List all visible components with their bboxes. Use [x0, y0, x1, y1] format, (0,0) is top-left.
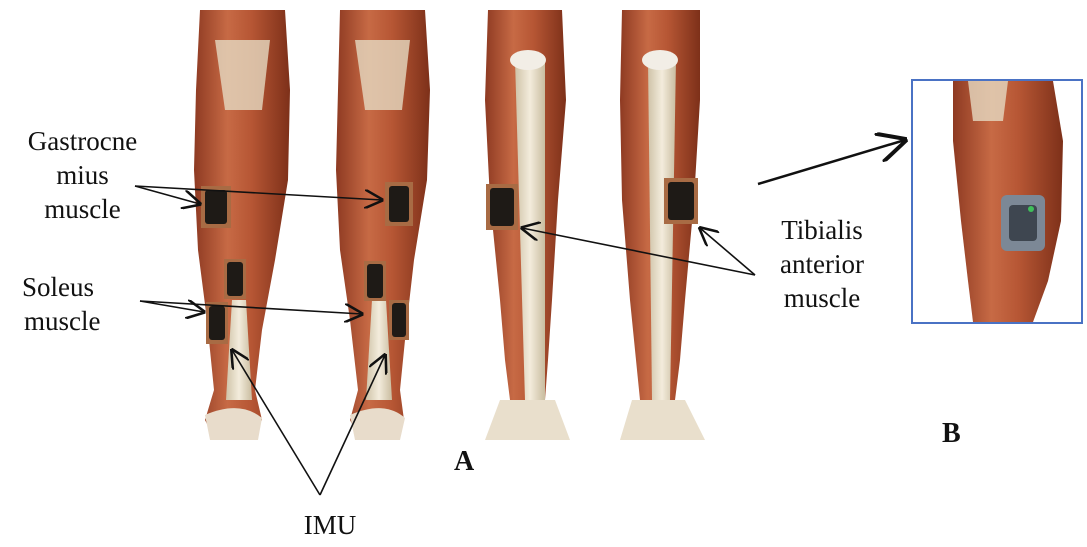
soleus-label-line1: Soleus — [22, 270, 142, 304]
panel-label-b: B — [942, 418, 961, 450]
imu-sensor-soleus-lower-left — [206, 302, 228, 344]
imu-sensor-tibialis-right — [664, 178, 698, 224]
tibialis-label-line1: Tibialis — [762, 213, 882, 247]
imu-sensor-soleus-upper-right — [364, 261, 386, 301]
tibialis-label-line3: muscle — [762, 281, 882, 315]
imu-sensor-tibialis-left — [486, 184, 518, 230]
imu-sensor-gastrocnemius-left — [201, 186, 231, 228]
imu-sensor-gastrocnemius-right — [385, 182, 413, 226]
arrow-tibialis-right — [700, 228, 755, 275]
leg-anterior-right — [620, 10, 705, 440]
imu-sensor-soleus-upper-left — [224, 259, 246, 299]
tibialis-label-line2: anterior — [762, 247, 882, 281]
imu-sensor-soleus-lower-right — [389, 300, 409, 340]
panel-label-a: A — [454, 446, 474, 478]
gastrocnemius-label-line1: Gastrocne — [10, 124, 155, 158]
tibialis-label: Tibialis anterior muscle — [762, 213, 882, 315]
gastrocnemius-label: Gastrocne mius muscle — [10, 124, 155, 226]
inset-panel-b — [911, 79, 1083, 324]
imu-label: IMU — [290, 508, 370, 542]
arrow-to-inset — [758, 140, 905, 184]
gastrocnemius-label-line3: muscle — [10, 192, 155, 226]
gastrocnemius-label-line2: mius — [10, 158, 155, 192]
soleus-label: Soleus muscle — [22, 270, 142, 338]
soleus-label-line2: muscle — [22, 304, 142, 338]
leg-posterior-right — [336, 10, 430, 440]
inset-leg-closeup — [913, 81, 1081, 322]
